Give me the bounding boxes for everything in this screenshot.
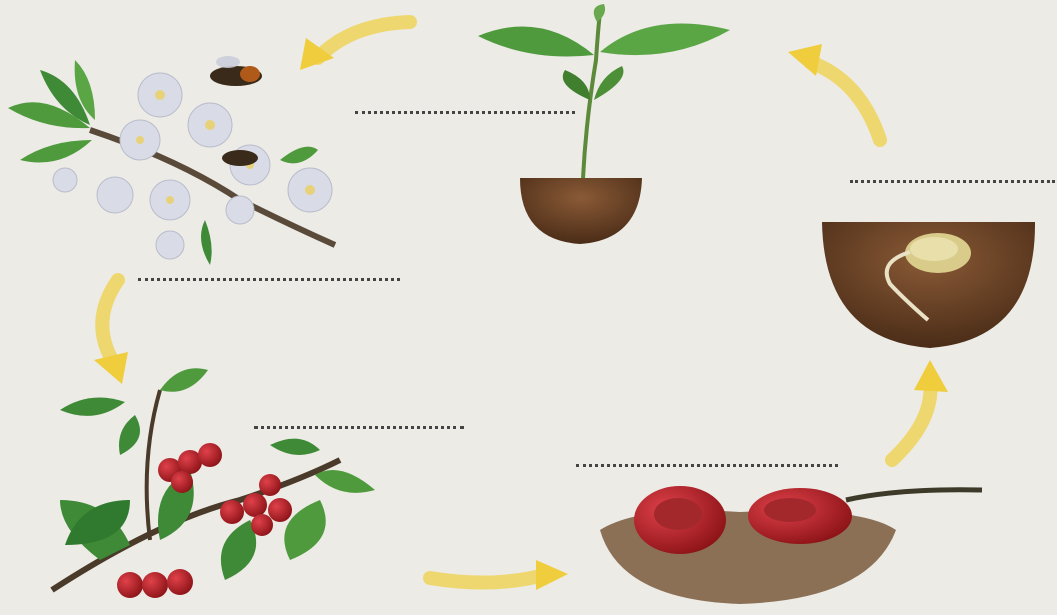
seedling-illustration [478,4,730,244]
germinating-seed-illustration [822,222,1035,348]
cherry-cluster-upper [158,443,222,493]
cycle-arrow-fruit-to-seed [892,360,948,460]
cherry-cluster-lower [117,569,193,598]
blossoms [53,73,332,259]
cycle-arrow-flower-to-branch [94,280,128,384]
label-blank-fruiting-branch[interactable] [254,426,464,429]
cycle-arrow-seed-to-seedling [788,44,880,140]
cycle-arrow-seedling-to-flower [300,22,410,70]
flowering-branch-illustration [8,56,335,265]
cycle-arrow-branch-to-fruit [430,560,568,590]
fallen-fruit-illustration [600,486,982,604]
label-blank-flowering-branch[interactable] [138,278,400,281]
fruiting-branch-illustration [52,368,375,598]
label-blank-seedling[interactable] [355,111,575,114]
label-blank-fallen-fruit[interactable] [576,464,838,467]
bee-icon [222,150,258,166]
label-blank-germinating-seed[interactable] [850,180,1055,183]
bee-icon [210,56,262,86]
